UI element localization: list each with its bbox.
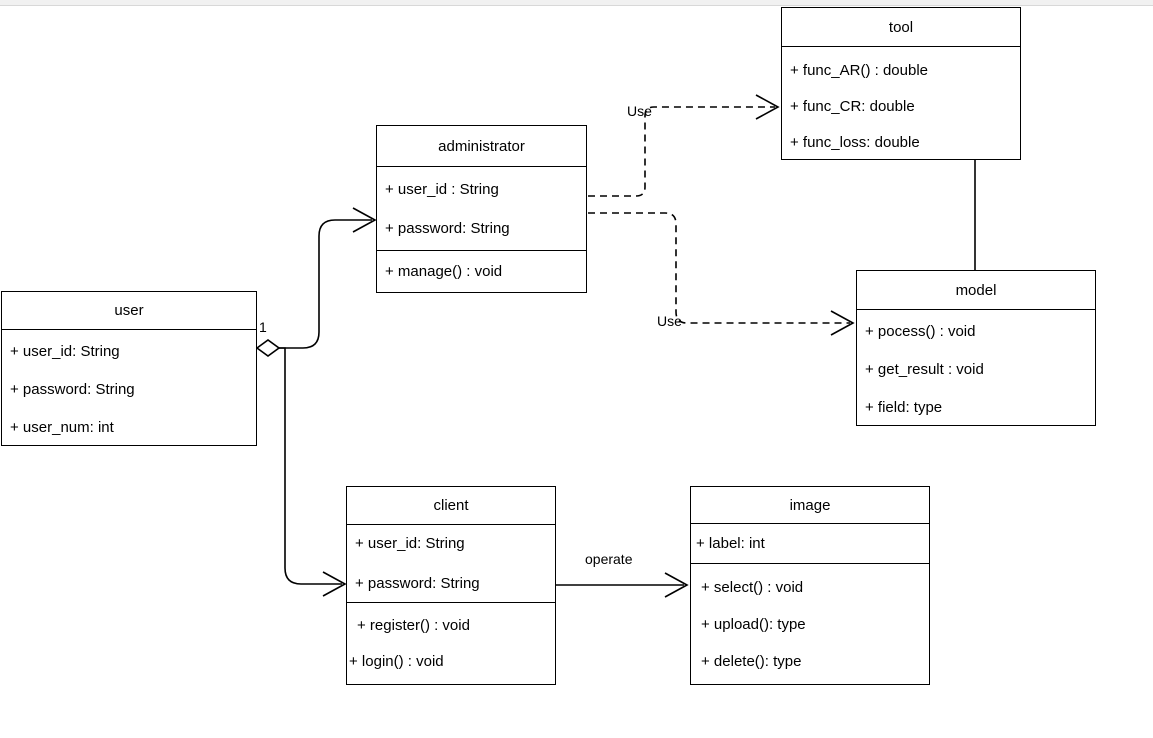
- attribute-item: + user_id: String: [10, 343, 120, 360]
- attribute-item: + password: String: [10, 381, 135, 398]
- method-item: + upload(): type: [701, 615, 806, 633]
- attribute-item: + user_id : String: [385, 180, 499, 198]
- edge-label-use-tool: Use: [627, 103, 652, 119]
- class-members-model: + pocess() : void + get_result : void + …: [857, 310, 1095, 425]
- method-item: + login() : void: [349, 653, 444, 670]
- edge-administrator-tool-use: [588, 106, 775, 197]
- class-title-model: model: [857, 271, 1095, 310]
- arrowhead-user-client: [322, 571, 347, 597]
- edge-user-administrator: [279, 219, 372, 349]
- class-box-tool[interactable]: tool + func_AR() : double + func_CR: dou…: [781, 7, 1021, 160]
- multiplicity-user-1: 1: [259, 319, 267, 335]
- class-attributes-client: + user_id: String + password: String: [347, 525, 555, 602]
- member-item: + func_AR() : double: [790, 61, 928, 79]
- aggregation-diamond-user: [255, 339, 281, 357]
- class-title-tool: tool: [782, 8, 1020, 47]
- class-methods-administrator: + manage() : void: [377, 250, 586, 292]
- class-box-model[interactable]: model + pocess() : void + get_result : v…: [856, 270, 1096, 426]
- class-attributes-administrator: + user_id : String + password: String: [377, 167, 586, 250]
- class-methods-client: + register() : void + login() : void: [347, 602, 555, 684]
- class-box-user[interactable]: user + user_id: String + password: Strin…: [1, 291, 257, 446]
- class-title-image: image: [691, 487, 929, 524]
- attribute-item: + password: String: [355, 575, 480, 592]
- method-item: + delete(): type: [701, 652, 802, 670]
- member-item: + get_result : void: [865, 361, 984, 378]
- member-item: + pocess() : void: [865, 323, 976, 340]
- member-item: + func_loss: double: [790, 133, 920, 151]
- class-box-administrator[interactable]: administrator + user_id : String + passw…: [376, 125, 587, 293]
- class-box-client[interactable]: client + user_id: String + password: Str…: [346, 486, 556, 685]
- edge-label-use-model: Use: [657, 313, 682, 329]
- window-top-edge: [0, 0, 1153, 6]
- class-members-tool: + func_AR() : double + func_CR: double +…: [782, 47, 1020, 159]
- class-methods-image: + select() : void + upload(): type + del…: [691, 563, 929, 684]
- edge-user-client: [279, 347, 342, 585]
- class-title-administrator: administrator: [377, 126, 586, 167]
- arrowhead-administrator-tool: [755, 94, 780, 120]
- method-item: + select() : void: [701, 578, 804, 596]
- arrowhead-user-administrator: [352, 207, 377, 233]
- attribute-item: + user_num: int: [10, 419, 114, 436]
- class-title-user: user: [2, 292, 256, 330]
- class-title-client: client: [347, 487, 555, 525]
- attribute-item: + password: String: [385, 219, 510, 237]
- class-box-image[interactable]: image + label: int + select() : void + u…: [690, 486, 930, 685]
- arrowhead-administrator-model: [830, 310, 855, 336]
- edge-administrator-model-use: [588, 212, 850, 324]
- member-item: + func_CR: double: [790, 97, 915, 115]
- class-attributes-image: + label: int: [691, 524, 929, 563]
- class-attributes-user: + user_id: String + password: String + u…: [2, 330, 256, 445]
- method-item: + manage() : void: [385, 263, 503, 280]
- attribute-item: + user_id: String: [355, 535, 465, 552]
- attribute-item: + label: int: [696, 535, 765, 552]
- method-item: + register() : void: [357, 617, 470, 634]
- member-item: + field: type: [865, 399, 943, 416]
- arrowhead-client-image: [664, 572, 689, 598]
- edge-label-operate: operate: [585, 551, 633, 567]
